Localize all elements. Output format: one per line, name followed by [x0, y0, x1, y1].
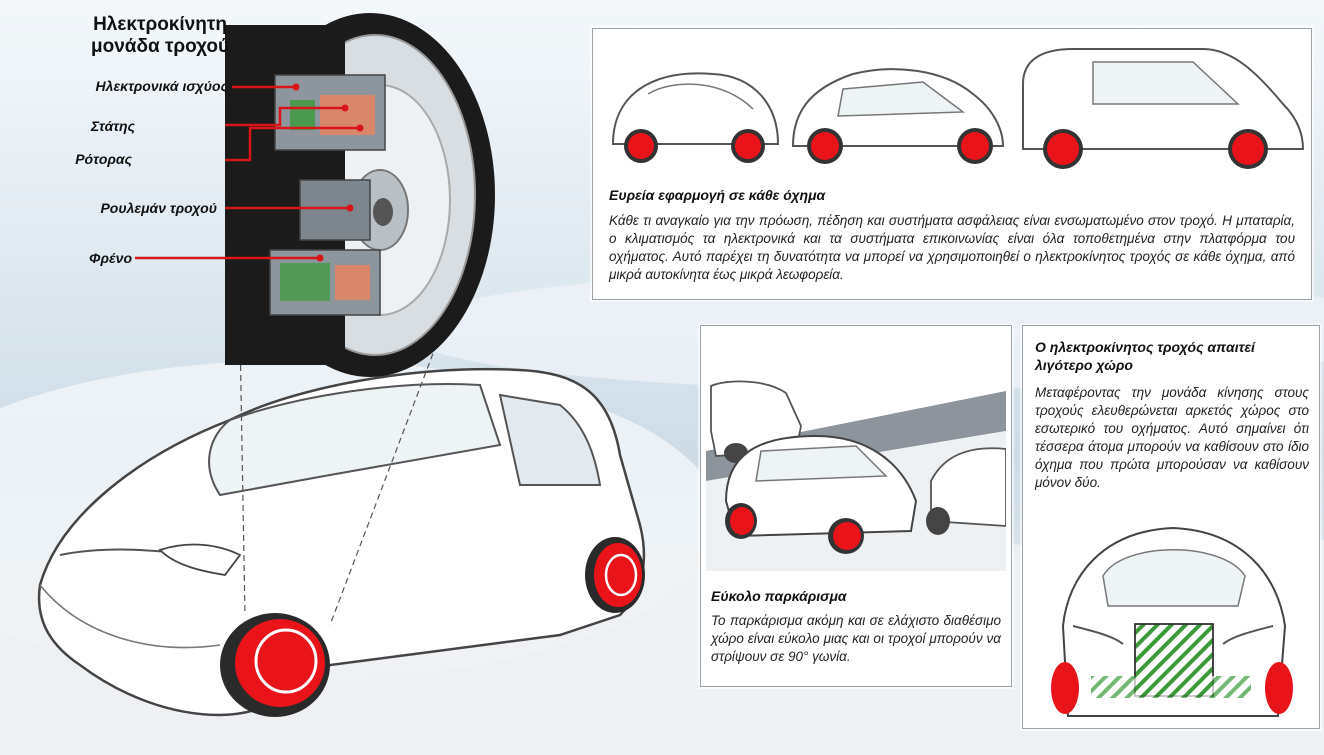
label-wheel-bearing: Ρουλεμάν τροχού	[100, 200, 217, 216]
hatchback-sketch	[791, 68, 1005, 164]
wide-application-body: Κάθε τι αναγκαίο για την πρόωση, πέδηση …	[609, 213, 1295, 282]
label-brake: Φρένο	[88, 250, 132, 266]
vehicle-lineup-sketch	[611, 48, 1305, 169]
headlights	[158, 543, 242, 576]
wheel-cutaway	[225, 13, 495, 377]
leader-lines	[135, 83, 364, 262]
panel-wide-application: Ευρεία εφαρμογή σε κάθε όχημα Κάθε τι αν…	[592, 28, 1312, 300]
label-power-electronics: Ηλεκτρονικά ισχύος	[95, 78, 228, 94]
front-wheel-main	[220, 613, 330, 717]
van-sketch	[1022, 48, 1305, 169]
rear-wheel-main	[585, 537, 645, 613]
car-sketch-main	[37, 335, 646, 717]
panel-easy-parking: Εύκολο παρκάρισμα Το παρκάρισμα ακόμη κα…	[700, 325, 1012, 687]
pod-car-sketch	[611, 72, 780, 163]
front-view-car-sketch	[1051, 526, 1293, 717]
easy-parking-body: Το παρκάρισμα ακόμη και σε ελάχιστο διαθ…	[711, 613, 1001, 664]
panel-less-space: Ο ηλεκτροκίνητος τροχός απαιτεί λιγότερο…	[1022, 325, 1320, 729]
label-stator: Στάτης	[90, 118, 135, 134]
parked-car-front	[926, 447, 1006, 535]
turning-car	[724, 434, 918, 554]
left-front-wheel	[1051, 662, 1079, 714]
wide-application-heading: Ευρεία εφαρμογή σε κάθε όχημα	[609, 187, 826, 203]
parking-scene-sketch	[706, 380, 1006, 571]
less-space-heading: Ο ηλεκτροκίνητος τροχός απαιτεί λιγότερο…	[1035, 339, 1255, 373]
label-rotor: Ρότορας	[75, 151, 132, 167]
less-space-body: Μεταφέροντας την μονάδα κίνησης στους τρ…	[1035, 385, 1309, 490]
easy-parking-heading: Εύκολο παρκάρισμα	[711, 588, 847, 604]
main-title: Ηλεκτροκίνητη μονάδα τροχού	[90, 14, 230, 57]
right-front-wheel	[1265, 662, 1293, 714]
